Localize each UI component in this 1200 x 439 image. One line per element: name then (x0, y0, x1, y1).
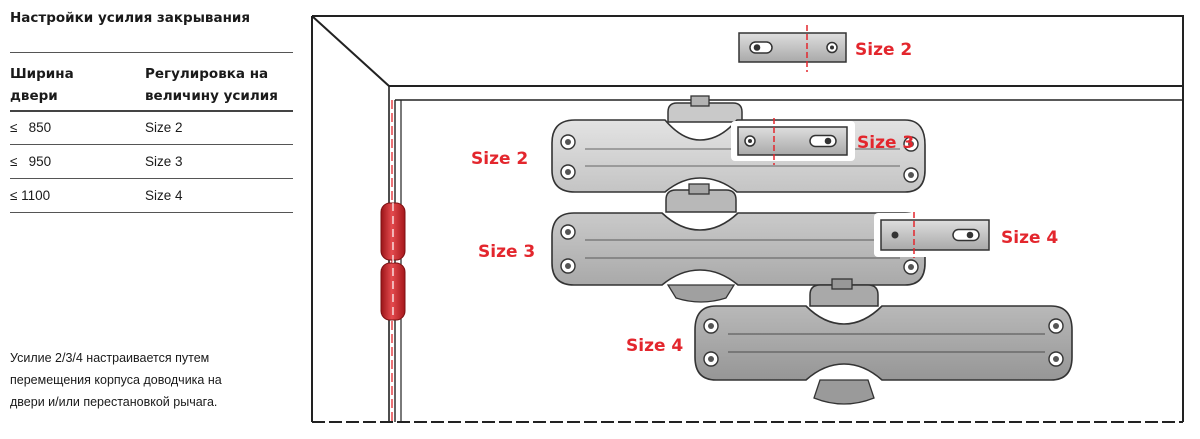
header-rule (10, 110, 293, 112)
plate-label-size-2: Size 2 (855, 40, 912, 60)
row-2-width: ≤ 950 (10, 154, 52, 169)
body-label-size-4: Size 4 (626, 336, 683, 356)
note-line-2: перемещения корпуса доводчика на (10, 373, 222, 387)
row-2-rule (10, 178, 293, 179)
adjustment-note: Усилие 2/3/4 настраивается путем перемещ… (10, 347, 295, 413)
header-door-width-line1: Ширина (10, 66, 74, 82)
row-3-width: ≤ 1100 (10, 188, 51, 203)
force-settings-panel: Настройки усилия закрывания Ширина двери… (10, 0, 295, 439)
plate-label-size-4: Size 4 (1001, 228, 1058, 248)
row-1-rule (10, 144, 293, 145)
mounting-plate-size-4 (874, 212, 998, 258)
closer-body-size-3 (551, 183, 926, 303)
mounting-plate-size-2 (738, 25, 847, 72)
row-3-rule (10, 212, 293, 213)
header-door-width-line2: двери (10, 88, 58, 104)
table-title: Настройки усилия закрывания (10, 10, 251, 26)
body-label-size-2: Size 2 (471, 149, 528, 169)
hinge (380, 202, 406, 321)
header-force-adjust: Регулировка на величину усилия (145, 63, 278, 107)
header-force-adjust-line1: Регулировка на (145, 66, 269, 82)
row-3-force: Size 4 (145, 188, 183, 203)
row-1-force: Size 2 (145, 120, 183, 135)
header-door-width: Ширина двери (10, 63, 74, 107)
row-2-force: Size 3 (145, 154, 183, 169)
closer-body-size-4 (694, 278, 1073, 405)
note-line-1: Усилие 2/3/4 настраивается путем (10, 351, 210, 365)
mounting-plate-size-3 (731, 118, 855, 165)
note-line-3: двери и/или перестановкой рычага. (10, 395, 218, 409)
body-label-size-3: Size 3 (478, 242, 535, 262)
plate-label-size-3: Size 3 (857, 133, 914, 153)
table-top-rule (10, 52, 293, 53)
header-force-adjust-line2: величину усилия (145, 88, 278, 104)
row-1-width: ≤ 850 (10, 120, 52, 135)
